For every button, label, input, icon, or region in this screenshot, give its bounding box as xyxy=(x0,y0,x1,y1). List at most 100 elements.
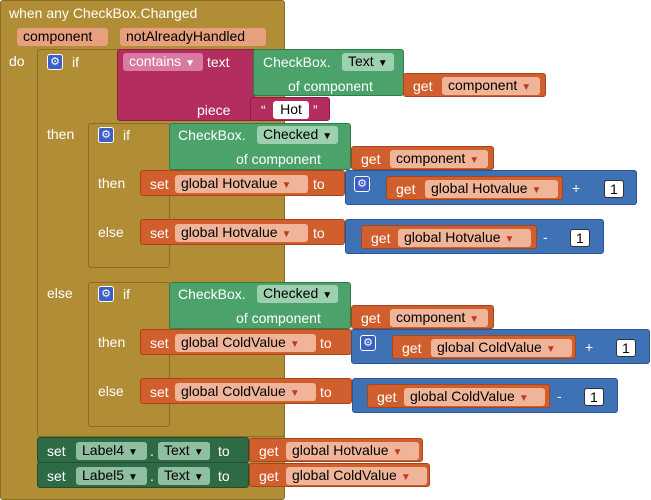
chevron-down-icon: ▼ xyxy=(469,314,480,325)
prop-value: Checked xyxy=(263,126,319,142)
chevron-down-icon: ▼ xyxy=(545,344,556,355)
set-label: set xyxy=(47,468,66,484)
outer-if-label: if xyxy=(72,54,79,70)
get-coldvalue-2[interactable]: get global ColdValue▼ xyxy=(367,384,550,408)
set-var-dropdown[interactable]: global Hotvalue▼ xyxy=(175,175,308,193)
chevron-down-icon: ▼ xyxy=(504,234,515,245)
set-var-dropdown[interactable]: global Hotvalue▼ xyxy=(175,224,308,242)
chevron-down-icon: ▼ xyxy=(322,290,333,301)
prop-dropdown-text[interactable]: Text▼ xyxy=(342,53,394,71)
piece-text-block[interactable]: “ Hot ” xyxy=(250,97,330,121)
contains-op-value: contains xyxy=(129,53,182,69)
mutator-gear-icon[interactable]: ⚙ xyxy=(98,127,114,143)
get-component-2[interactable]: get component▼ xyxy=(351,146,494,170)
checkbox-checked-getter-2[interactable]: CheckBox. Checked▼ of component xyxy=(169,282,351,329)
var-value: global ColdValue xyxy=(410,388,515,404)
number-one[interactable]: 1 xyxy=(604,180,624,198)
var-dropdown[interactable]: global Hotvalue▼ xyxy=(286,442,419,460)
prop-dropdown[interactable]: Text▼ xyxy=(158,467,210,485)
contains-op-dropdown[interactable]: contains▼ xyxy=(123,53,203,71)
var-value: global ColdValue xyxy=(292,467,397,483)
text-socket-label: text xyxy=(207,54,230,70)
set-coldvalue-else[interactable]: set global ColdValue▼ to xyxy=(140,378,352,404)
get-coldvalue-1[interactable]: get global ColdValue▼ xyxy=(392,335,576,359)
var-value: component xyxy=(396,150,466,166)
var-dropdown[interactable]: global ColdValue▼ xyxy=(286,467,427,485)
component-dropdown[interactable]: Label4▼ xyxy=(76,442,147,460)
set-hotvalue-else[interactable]: set global Hotvalue▼ to xyxy=(140,219,345,245)
chevron-down-icon: ▼ xyxy=(281,180,292,191)
get-component-1[interactable]: get component▼ xyxy=(403,73,546,97)
to-label: to xyxy=(313,176,325,192)
to-label: to xyxy=(320,384,332,400)
var-value: global Hotvalue xyxy=(431,180,528,196)
dot-label: . xyxy=(150,468,154,484)
number-one[interactable]: 1 xyxy=(616,339,636,357)
chevron-down-icon: ▼ xyxy=(400,472,411,483)
component-type-label: CheckBox. xyxy=(178,127,246,143)
set-label4-text[interactable]: set Label4▼ . Text▼ to xyxy=(37,437,249,463)
outer-then-label: then xyxy=(47,126,75,142)
outer-else-label: else xyxy=(47,285,73,301)
chevron-down-icon: ▼ xyxy=(392,447,403,458)
component-dropdown[interactable]: Label5▼ xyxy=(76,467,147,485)
prop-dropdown-checked[interactable]: Checked▼ xyxy=(257,285,338,303)
set-hotvalue-then[interactable]: set global Hotvalue▼ to xyxy=(140,170,345,196)
mutator-gear-icon[interactable]: ⚙ xyxy=(360,335,376,351)
var-dropdown[interactable]: global Hotvalue▼ xyxy=(425,180,558,198)
to-label: to xyxy=(320,335,332,351)
param-not-already-handled[interactable]: notAlreadyHandled xyxy=(120,28,266,46)
chevron-down-icon: ▼ xyxy=(377,58,388,69)
set-label: set xyxy=(150,335,169,351)
chevron-down-icon: ▼ xyxy=(322,131,333,142)
get-label: get xyxy=(259,443,279,459)
get-hotvalue-label[interactable]: get global Hotvalue▼ xyxy=(249,438,423,462)
prop-dropdown-checked[interactable]: Checked▼ xyxy=(257,126,338,144)
get-component-3[interactable]: get component▼ xyxy=(351,305,494,329)
set-label5-text[interactable]: set Label5▼ . Text▼ to xyxy=(37,462,249,488)
inner-then-label: then xyxy=(98,334,126,350)
set-var-dropdown[interactable]: global ColdValue▼ xyxy=(175,383,316,401)
of-component-label: of component xyxy=(236,151,321,167)
get-hotvalue-2[interactable]: get global Hotvalue▼ xyxy=(361,225,537,249)
prop-dropdown[interactable]: Text▼ xyxy=(158,442,210,460)
piece-socket-label: piece xyxy=(197,102,231,118)
get-label: get xyxy=(371,230,391,246)
var-dropdown[interactable]: global ColdValue▼ xyxy=(404,388,545,406)
chevron-down-icon: ▼ xyxy=(128,472,138,483)
number-one[interactable]: 1 xyxy=(570,229,590,247)
math-op-plus: + xyxy=(585,339,594,355)
set-coldvalue-then[interactable]: set global ColdValue▼ to xyxy=(140,329,352,355)
mutator-gear-icon[interactable]: ⚙ xyxy=(354,176,370,192)
var-dropdown[interactable]: component▼ xyxy=(442,77,540,95)
prop-value: Checked xyxy=(263,285,319,301)
inner-else-label: else xyxy=(98,383,124,399)
mutator-gear-icon[interactable]: ⚙ xyxy=(98,286,114,302)
get-hotvalue-1[interactable]: get global Hotvalue▼ xyxy=(386,176,563,200)
get-coldvalue-label[interactable]: get global ColdValue▼ xyxy=(249,463,430,487)
get-label: get xyxy=(413,78,433,94)
set-var-dropdown[interactable]: global ColdValue▼ xyxy=(175,334,316,352)
chevron-down-icon: ▼ xyxy=(185,58,196,69)
var-value: global Hotvalue xyxy=(404,229,501,245)
contains-text-block[interactable]: contains▼ text piece xyxy=(117,49,255,121)
param-component[interactable]: component xyxy=(17,28,108,46)
chevron-down-icon: ▼ xyxy=(193,447,204,458)
var-dropdown[interactable]: global Hotvalue▼ xyxy=(398,229,531,247)
var-dropdown[interactable]: global ColdValue▼ xyxy=(431,339,572,357)
checkbox-text-getter[interactable]: CheckBox. Text▼ of component xyxy=(253,49,404,96)
var-dropdown[interactable]: component▼ xyxy=(390,309,488,327)
piece-value[interactable]: Hot xyxy=(273,101,309,119)
quote-close: ” xyxy=(313,102,318,118)
var-value: global ColdValue xyxy=(181,383,286,399)
mutator-gear-icon[interactable]: ⚙ xyxy=(47,54,63,70)
inner-else-label: else xyxy=(98,224,124,240)
var-dropdown[interactable]: component▼ xyxy=(390,150,488,168)
get-label: get xyxy=(402,340,422,356)
number-one[interactable]: 1 xyxy=(584,388,604,406)
checkbox-checked-getter-1[interactable]: CheckBox. Checked▼ of component xyxy=(169,123,351,170)
inner-if-label: if xyxy=(123,286,130,302)
var-value: component xyxy=(448,77,518,93)
chevron-down-icon: ▼ xyxy=(469,155,480,166)
inner-then-label: then xyxy=(98,175,126,191)
